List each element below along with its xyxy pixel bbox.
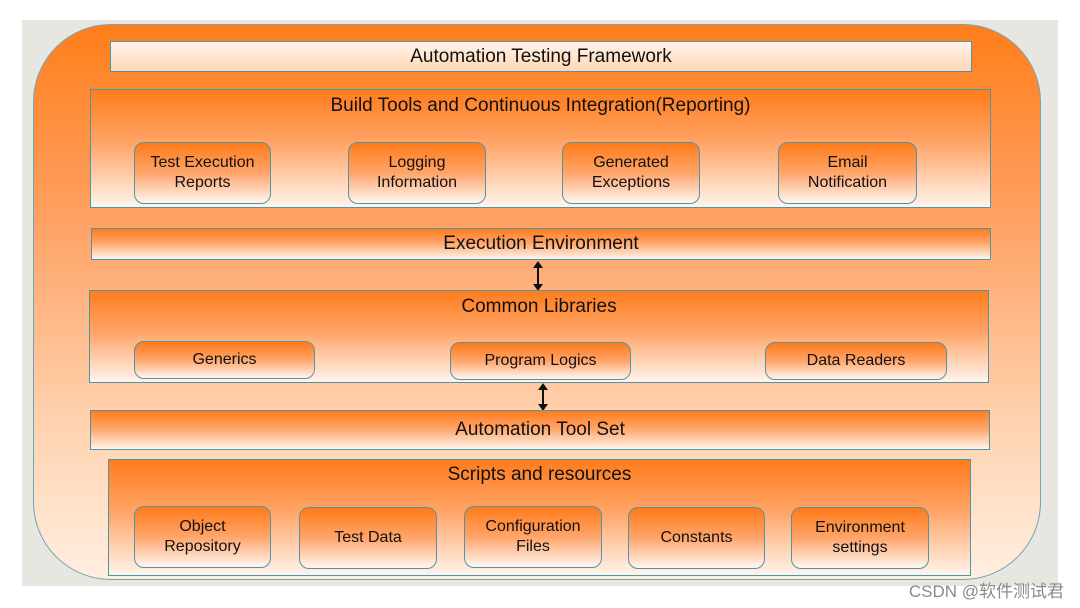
scripts-resources-title: Scripts and resources — [447, 464, 632, 485]
build-tools-title: Build Tools and Continuous Integration(R… — [330, 95, 751, 116]
common-libraries-title: Common Libraries — [461, 296, 617, 317]
test-execution-reports-box: Test Execution Reports — [134, 142, 271, 204]
framework-title-bar: Automation Testing Framework — [110, 41, 972, 72]
execution-environment-bar: Execution Environment — [91, 228, 991, 260]
double-arrow-icon — [538, 383, 548, 411]
automation-tool-set-bar: Automation Tool Set — [90, 410, 990, 450]
email-notification-box: Email Notification — [778, 142, 917, 204]
environment-settings-box: Environment settings — [791, 507, 929, 569]
configuration-files-box: Configuration Files — [464, 506, 602, 568]
logging-information-box: Logging Information — [348, 142, 486, 204]
watermark-text: CSDN @软件测试君 — [908, 582, 1064, 601]
framework-title: Automation Testing Framework — [410, 45, 672, 67]
generics-box: Generics — [134, 341, 315, 379]
constants-box: Constants — [628, 507, 765, 569]
execution-environment-title: Execution Environment — [443, 233, 639, 254]
double-arrow-icon — [533, 261, 543, 291]
program-logics-box: Program Logics — [450, 342, 631, 380]
generated-exceptions-box: Generated Exceptions — [562, 142, 700, 204]
automation-tool-set-title: Automation Tool Set — [455, 419, 625, 440]
test-data-box: Test Data — [299, 507, 437, 569]
data-readers-box: Data Readers — [765, 342, 947, 380]
object-repository-box: Object Repository — [134, 506, 271, 568]
